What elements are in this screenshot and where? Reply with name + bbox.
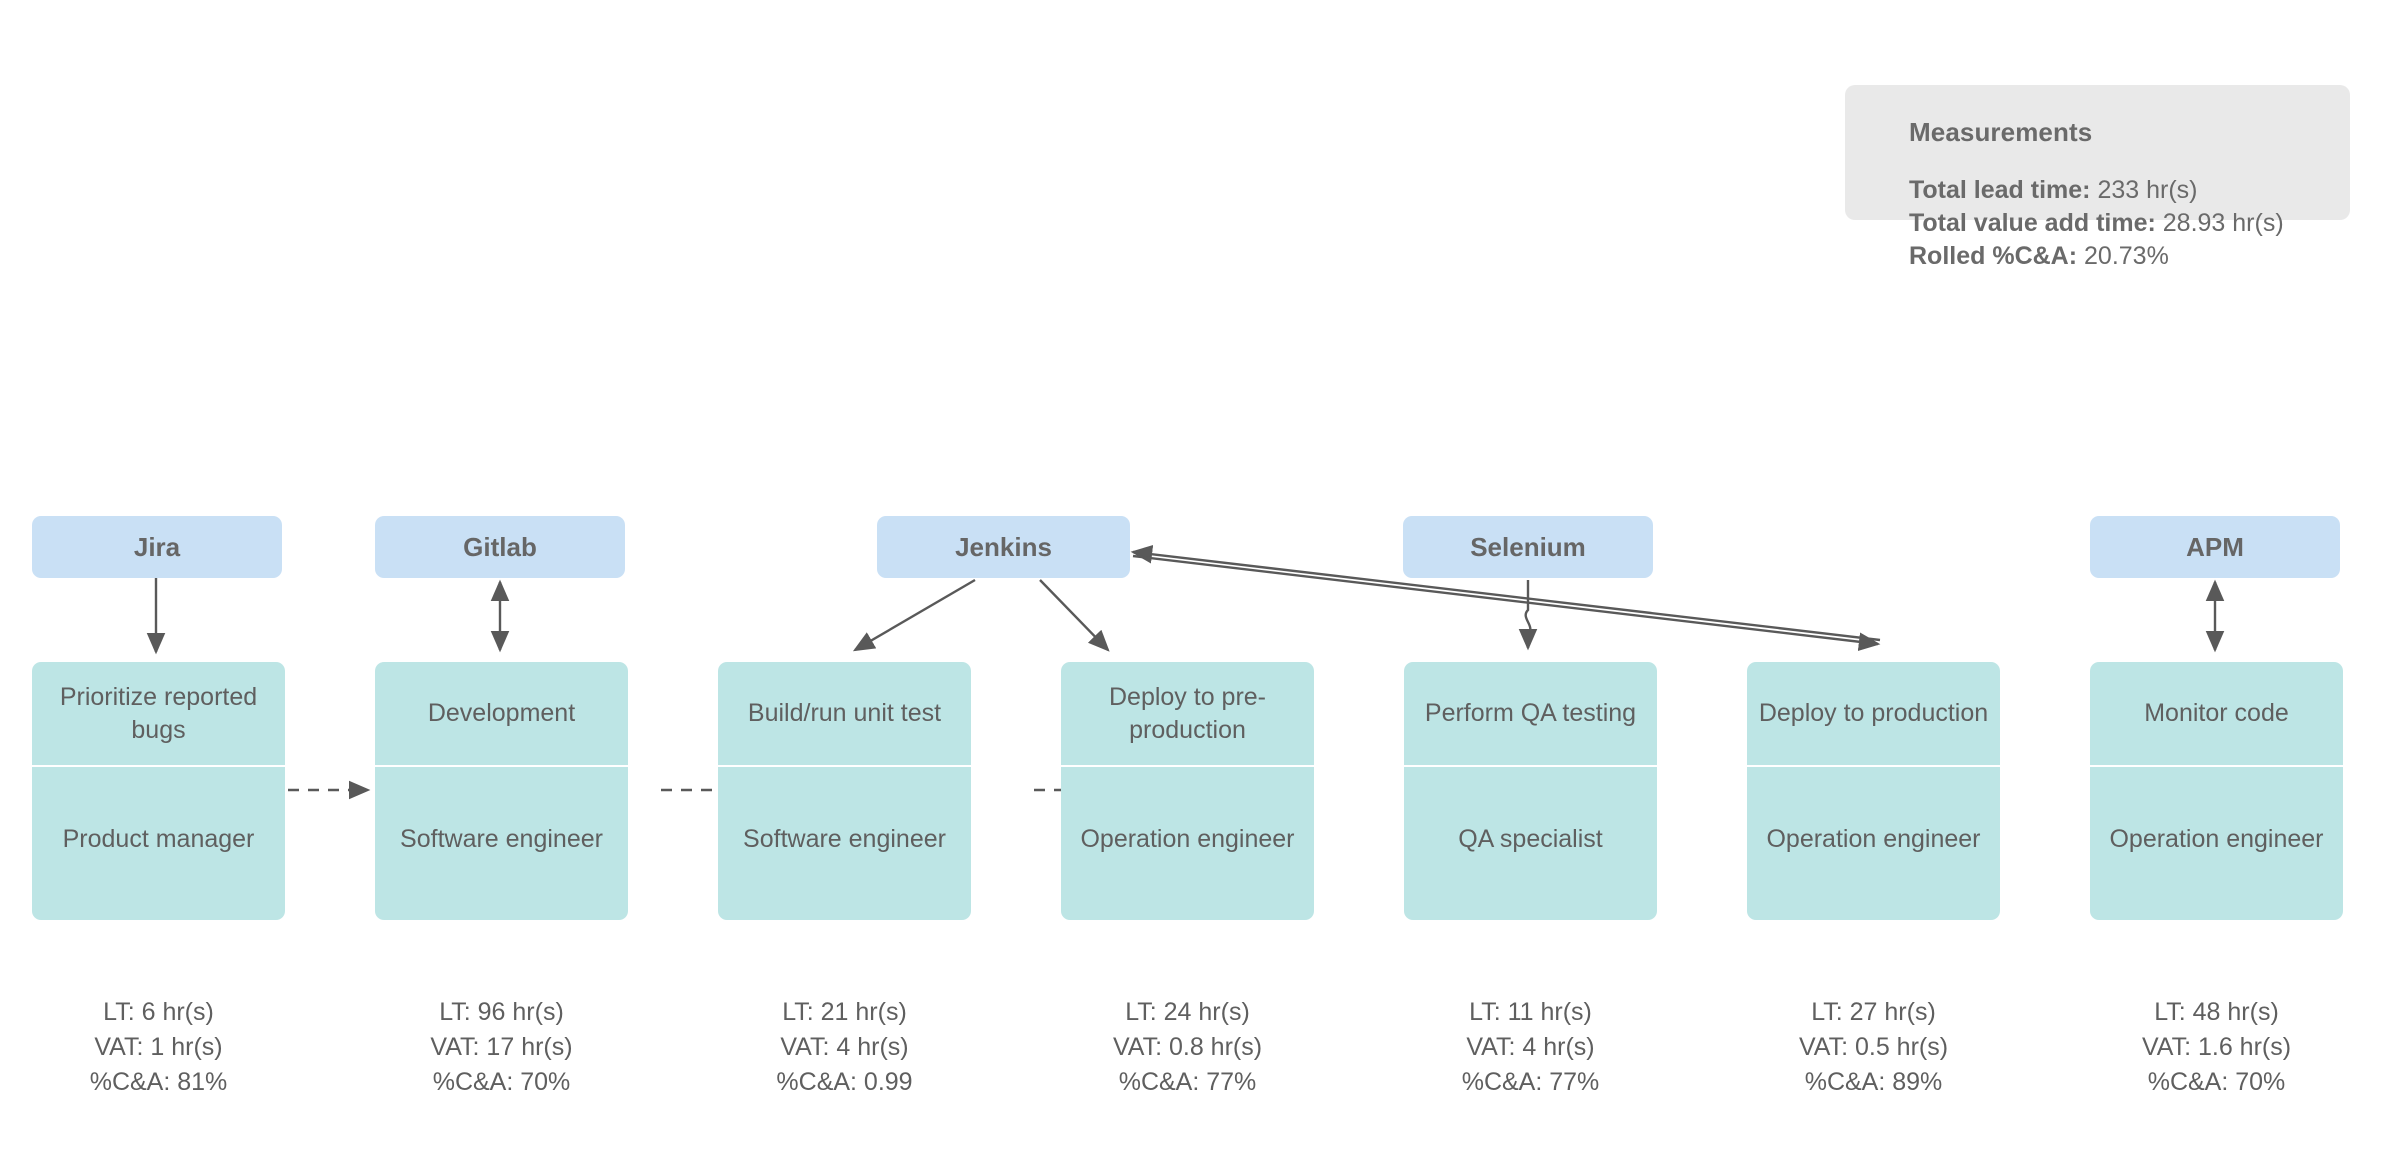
measurement-row-total-lead-time: Total lead time: 233 hr(s) (1909, 174, 2350, 207)
metric-value-add-time: VAT: 1 hr(s) (94, 1033, 223, 1061)
metrics-monitor-code: LT: 48 hr(s) VAT: 1.6 hr(s) %C&A: 70% (2090, 995, 2343, 1100)
metric-ca: %C&A: 70% (432, 1068, 571, 1096)
measurements-title: Measurements (1909, 117, 2093, 147)
metrics-perform-qa-testing: LT: 11 hr(s) VAT: 4 hr(s) %C&A: 77% (1404, 995, 1657, 1100)
metric-lead-time: LT: 27 hr(s) (1811, 998, 1936, 1026)
metric-value-add-time: VAT: 4 hr(s) (780, 1033, 909, 1061)
process-box-development[interactable]: Development Software engineer (375, 662, 628, 920)
metrics-build-run-unit-test: LT: 21 hr(s) VAT: 4 hr(s) %C&A: 0.99 (718, 995, 971, 1100)
process-activity: Prioritize reported bugs (59, 682, 258, 744)
metric-ca: %C&A: 70% (2147, 1068, 2286, 1096)
metric-lead-time: LT: 96 hr(s) (439, 998, 564, 1026)
process-divider (375, 765, 628, 767)
measurement-label: Total value add time: (1909, 209, 2156, 237)
metrics-development: LT: 96 hr(s) VAT: 17 hr(s) %C&A: 70% (375, 995, 628, 1100)
metric-ca: %C&A: 81% (89, 1068, 228, 1096)
measurements-panel: Measurements Total lead time: 233 hr(s) … (1845, 85, 2350, 270)
metrics-prioritize-reported-bugs: LT: 6 hr(s) VAT: 1 hr(s) %C&A: 81% (32, 995, 285, 1100)
tool-label: Jira (133, 531, 181, 562)
process-box-perform-qa-testing[interactable]: Perform QA testing QA specialist (1404, 662, 1657, 920)
measurement-value: 20.73% (2084, 242, 2169, 270)
tool-label: Gitlab (463, 531, 537, 562)
process-divider (1061, 765, 1314, 767)
process-activity: Deploy to pre-production (1108, 682, 1267, 744)
process-role: Operation engineer (1080, 825, 1295, 853)
process-box-deploy-to-pre-production[interactable]: Deploy to pre-production Operation engin… (1061, 662, 1314, 920)
process-role: Operation engineer (1766, 825, 1981, 853)
tool-label: Selenium (1470, 531, 1586, 562)
measurement-value: 28.93 hr(s) (2162, 209, 2284, 237)
metric-ca: %C&A: 77% (1461, 1068, 1600, 1096)
measurement-label: Rolled %C&A: (1909, 242, 2078, 270)
process-divider (1747, 765, 2000, 767)
metric-lead-time: LT: 21 hr(s) (782, 998, 907, 1026)
process-activity: Monitor code (2144, 699, 2289, 727)
process-activity: Deploy to production (1758, 699, 1989, 727)
measurement-row-total-value-add-time: Total value add time: 28.93 hr(s) (1909, 207, 2350, 240)
measurement-label: Total lead time: (1909, 176, 2091, 204)
metric-lead-time: LT: 11 hr(s) (1469, 998, 1592, 1026)
process-divider (1404, 765, 1657, 767)
process-activity: Perform QA testing (1424, 699, 1637, 727)
process-role: Software engineer (743, 825, 946, 853)
process-box-deploy-to-production[interactable]: Deploy to production Operation engineer (1747, 662, 2000, 920)
metric-lead-time: LT: 6 hr(s) (103, 998, 214, 1026)
measurement-value: 233 hr(s) (2097, 176, 2198, 204)
process-box-build-run-unit-test[interactable]: Build/run unit test Software engineer (718, 662, 971, 920)
tool-label: APM (2186, 531, 2244, 562)
process-role: QA specialist (1458, 825, 1603, 853)
process-role: Software engineer (400, 825, 603, 853)
process-role: Operation engineer (2109, 825, 2324, 853)
process-divider (32, 765, 285, 767)
tool-box-jira[interactable]: Jira (32, 516, 282, 578)
metric-value-add-time: VAT: 0.8 hr(s) (1112, 1033, 1263, 1061)
process-activity: Build/run unit test (747, 699, 942, 727)
metrics-deploy-to-production: LT: 27 hr(s) VAT: 0.5 hr(s) %C&A: 89% (1747, 995, 2000, 1100)
tool-box-apm[interactable]: APM (2090, 516, 2340, 578)
metric-ca: %C&A: 0.99 (776, 1068, 913, 1096)
metric-ca: %C&A: 77% (1118, 1068, 1257, 1096)
metrics-deploy-to-pre-production: LT: 24 hr(s) VAT: 0.8 hr(s) %C&A: 77% (1061, 995, 1314, 1100)
arrow-jenkins-to-build-run-unit-test (852, 578, 976, 652)
tool-box-gitlab[interactable]: Gitlab (375, 516, 625, 578)
measurement-row-rolled-ca: Rolled %C&A: 20.73% (1909, 240, 2350, 273)
process-divider (2090, 765, 2343, 767)
metric-ca: %C&A: 89% (1804, 1068, 1943, 1096)
arrow-jenkins-to-deploy-production (1132, 554, 1881, 652)
metric-value-add-time: VAT: 0.5 hr(s) (1798, 1033, 1949, 1061)
metric-lead-time: LT: 24 hr(s) (1125, 998, 1250, 1026)
arrow-selenium-to-qa-testing (1518, 580, 1538, 651)
tool-label: Jenkins (955, 531, 1052, 562)
process-activity: Development (427, 699, 576, 727)
metric-value-add-time: VAT: 4 hr(s) (1466, 1033, 1595, 1061)
process-divider (718, 765, 971, 767)
process-box-monitor-code[interactable]: Monitor code Operation engineer (2090, 662, 2343, 920)
process-role: Product manager (62, 825, 255, 853)
metric-lead-time: LT: 48 hr(s) (2154, 998, 2279, 1026)
tool-box-selenium[interactable]: Selenium (1403, 516, 1653, 578)
process-box-prioritize-reported-bugs[interactable]: Prioritize reported bugs Product manager (32, 662, 285, 920)
metric-value-add-time: VAT: 1.6 hr(s) (2141, 1033, 2292, 1061)
arrow-deploy-production-to-jenkins (1130, 544, 1881, 642)
tool-box-jenkins[interactable]: Jenkins (877, 516, 1130, 578)
arrow-jenkins-to-deploy-pre-production (1039, 579, 1110, 652)
metric-value-add-time: VAT: 17 hr(s) (430, 1033, 573, 1061)
